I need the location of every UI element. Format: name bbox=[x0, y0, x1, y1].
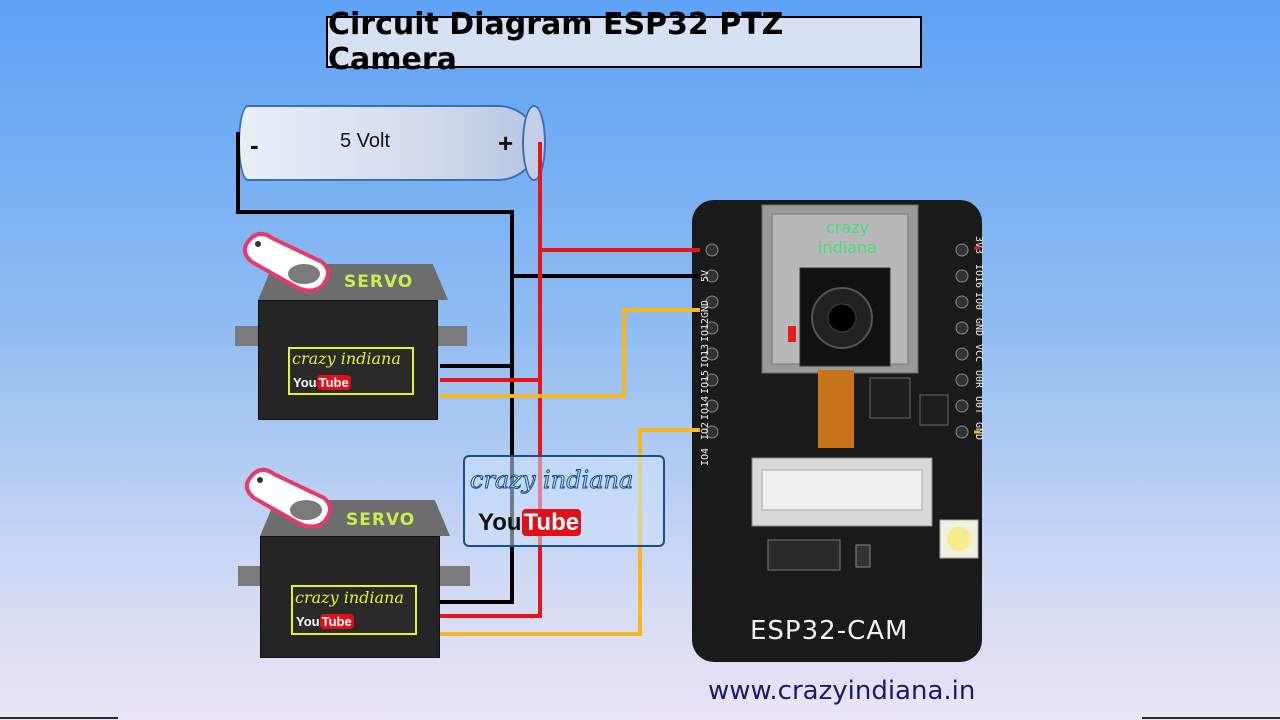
left-pin-header bbox=[705, 243, 719, 439]
board-watermark: crazy indiana bbox=[818, 218, 877, 258]
pin-label-io15: IO15 bbox=[700, 369, 711, 394]
pin-label-io13: IO13 bbox=[700, 343, 711, 368]
board-name-label: ESP32-CAM bbox=[750, 616, 909, 646]
pin-label-io0: IO0 bbox=[973, 292, 984, 311]
servo1-yt-tube: Tube bbox=[316, 375, 351, 390]
servo1-yt-you: You bbox=[293, 375, 317, 390]
pin-label-3v3: 3V3 bbox=[973, 236, 984, 255]
center-yt-you: You bbox=[478, 509, 522, 536]
pin-label-u0t: U0T bbox=[973, 396, 984, 415]
pin-label-gnd-right: GND bbox=[973, 318, 984, 337]
right-pin-header bbox=[955, 243, 969, 439]
servo1-label: SERVO bbox=[344, 272, 414, 292]
servo2-yt-tube: Tube bbox=[319, 614, 354, 629]
bottom-right-line bbox=[1142, 717, 1280, 719]
pin-label-io12: IO12 bbox=[700, 317, 711, 342]
center-youtube-logo: YouTube bbox=[478, 508, 582, 537]
bottom-left-line bbox=[0, 717, 118, 719]
ribbon-cable bbox=[818, 370, 854, 448]
center-watermark-name: crazy indiana bbox=[469, 466, 634, 495]
servo2-yt-you: You bbox=[296, 614, 320, 629]
pin-label-io14: IO14 bbox=[700, 395, 711, 420]
board-watermark-line1: crazy bbox=[825, 218, 869, 237]
pin-label-io4: IO4 bbox=[700, 447, 711, 466]
pin-label-5v: 5V bbox=[700, 269, 711, 282]
pin-label-gnd: GND bbox=[700, 299, 711, 318]
pin-label-io16: IO16 bbox=[973, 264, 984, 289]
pin-label-io2: IO2 bbox=[700, 421, 711, 440]
servo2-label: SERVO bbox=[346, 510, 416, 530]
pin-label-u0r: U0R bbox=[973, 370, 984, 389]
board-watermark-line2: indiana bbox=[818, 238, 877, 257]
camera-led bbox=[788, 326, 796, 342]
website-link[interactable]: www.crazyindiana.in bbox=[708, 676, 976, 706]
pin-label-vcc: VCC bbox=[973, 344, 984, 363]
pin-label-gnd-right-2: GND bbox=[973, 422, 984, 441]
servo2-brand: crazy indiana bbox=[295, 588, 404, 607]
center-yt-tube: Tube bbox=[521, 509, 582, 536]
servo1-brand: crazy indiana bbox=[292, 349, 401, 368]
